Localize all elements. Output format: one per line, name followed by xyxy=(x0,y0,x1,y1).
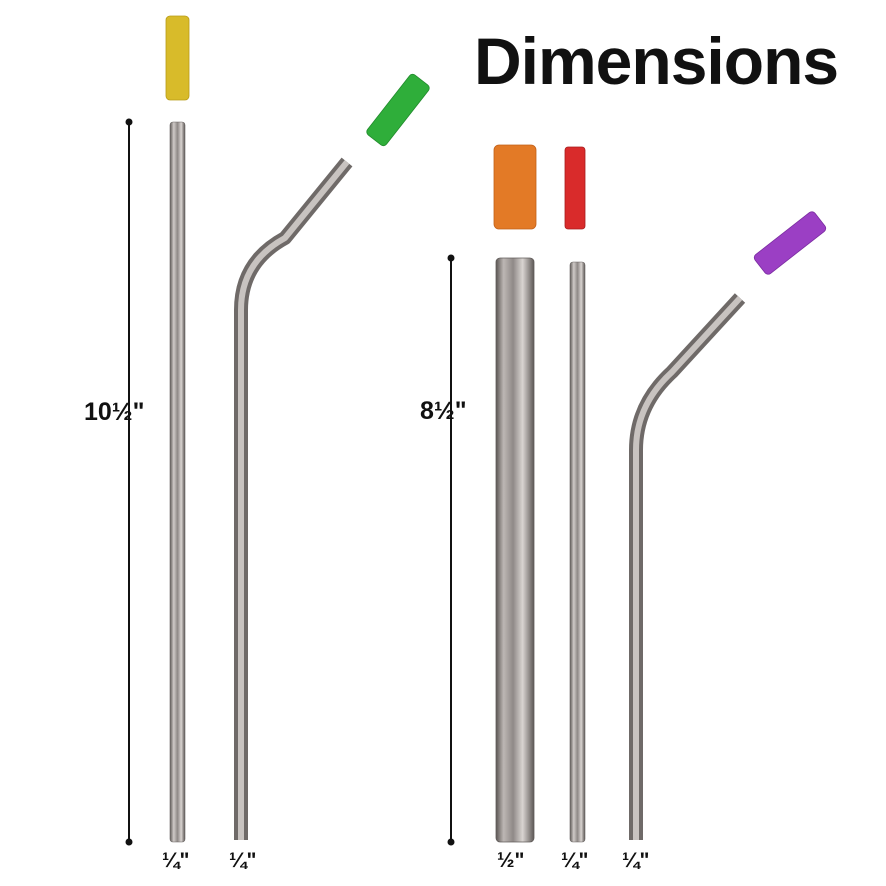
width-label: ¼" xyxy=(622,849,650,872)
stainless-steel-straw-icon xyxy=(495,257,535,843)
silicone-tip-icon xyxy=(564,146,586,230)
silicone-tip-icon xyxy=(493,144,537,230)
silicone-tip-icon xyxy=(753,211,827,275)
page-title: Dimensions xyxy=(474,24,839,98)
short-dimension-line xyxy=(447,254,455,846)
stainless-steel-straw-icon xyxy=(569,261,586,843)
silicone-tip-icon xyxy=(165,15,190,101)
long-dimension-line xyxy=(125,118,133,846)
width-label: ¼" xyxy=(561,849,589,872)
length-label-short: 8½" xyxy=(420,397,467,425)
width-label: ¼" xyxy=(162,849,190,872)
stainless-steel-straw-icon xyxy=(234,157,353,840)
width-label: ¼" xyxy=(229,849,257,872)
stainless-steel-straw-icon xyxy=(629,293,746,840)
width-label: ½" xyxy=(497,849,525,872)
length-label-long: 10½" xyxy=(84,398,145,426)
stainless-steel-straw-icon xyxy=(169,121,186,843)
silicone-tip-icon xyxy=(366,73,430,147)
